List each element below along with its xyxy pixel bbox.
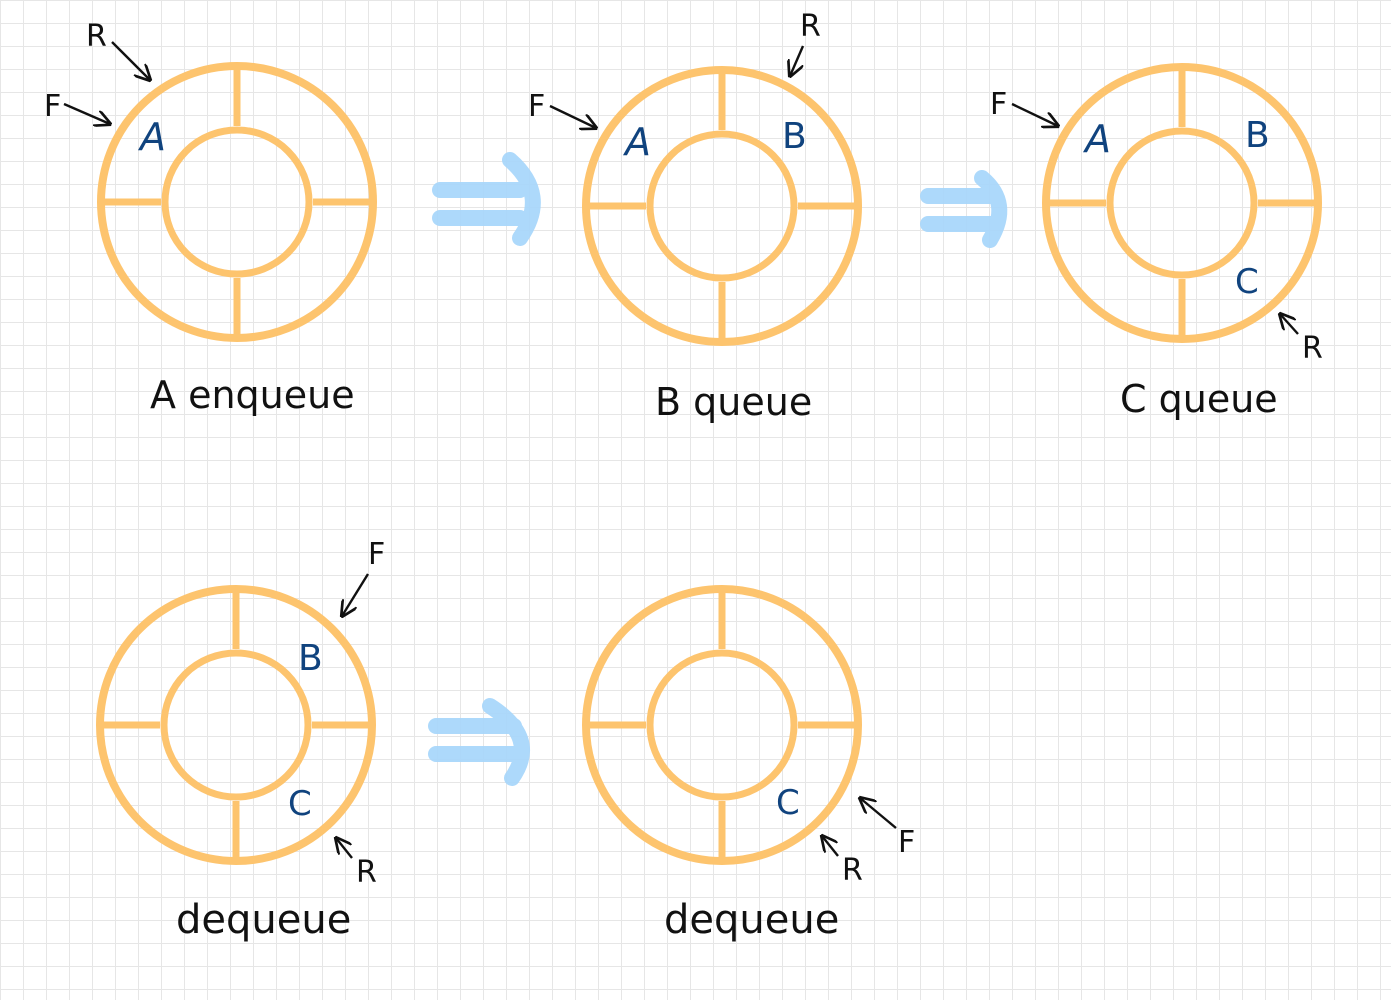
front-pointer-label: F xyxy=(368,537,385,572)
circular-queue-ring xyxy=(96,585,376,865)
queue-state-5 xyxy=(582,585,862,865)
rear-pointer-label: R xyxy=(356,855,377,890)
circular-queue-ring xyxy=(582,66,862,346)
circular-queue-ring xyxy=(1042,63,1322,343)
queue-item: C xyxy=(288,784,312,824)
queue-item: A xyxy=(1082,117,1111,161)
state-caption: dequeue xyxy=(664,897,839,943)
state-caption: A enqueue xyxy=(150,373,355,417)
circular-queue-ring xyxy=(582,585,862,865)
queue-item: B xyxy=(1245,115,1270,156)
rear-pointer-label: R xyxy=(1302,331,1323,366)
rear-pointer-label: R xyxy=(842,853,863,888)
front-pointer-label: F xyxy=(898,825,915,860)
state-caption: B queue xyxy=(655,380,812,424)
queue-item: C xyxy=(1235,262,1259,302)
state-caption: dequeue xyxy=(176,897,351,943)
front-pointer-label: F xyxy=(528,89,545,124)
double-arrow-right-icon xyxy=(920,170,1008,248)
queue-item: B xyxy=(782,116,807,157)
circular-queue-ring xyxy=(97,62,377,342)
queue-state-1 xyxy=(97,62,377,342)
front-pointer-arrow-icon xyxy=(860,798,897,829)
rear-pointer-arrow-icon xyxy=(336,838,353,859)
front-pointer-arrow-icon xyxy=(63,102,110,124)
queue-item: C xyxy=(776,783,800,823)
rear-pointer-label: R xyxy=(86,19,107,54)
queue-state-4 xyxy=(96,585,376,865)
queue-state-2 xyxy=(582,66,862,346)
rear-pointer-arrow-icon xyxy=(790,45,805,76)
front-pointer-label: F xyxy=(990,87,1007,122)
queue-item: A xyxy=(137,115,166,159)
rear-pointer-arrow-icon xyxy=(822,836,839,857)
queue-item: A xyxy=(622,120,651,164)
front-pointer-arrow-icon xyxy=(1011,102,1058,126)
front-pointer-arrow-icon xyxy=(342,573,370,616)
rear-pointer-arrow-icon xyxy=(111,41,150,80)
queue-item: B xyxy=(298,638,323,679)
front-pointer-label: F xyxy=(44,89,61,124)
state-caption: C queue xyxy=(1120,377,1278,421)
double-arrow-right-icon xyxy=(432,152,541,246)
rear-pointer-label: R xyxy=(800,9,821,44)
rear-pointer-arrow-icon xyxy=(1280,314,1299,335)
queue-state-3 xyxy=(1042,63,1322,343)
front-pointer-arrow-icon xyxy=(549,104,596,128)
double-arrow-right-icon xyxy=(428,698,530,786)
